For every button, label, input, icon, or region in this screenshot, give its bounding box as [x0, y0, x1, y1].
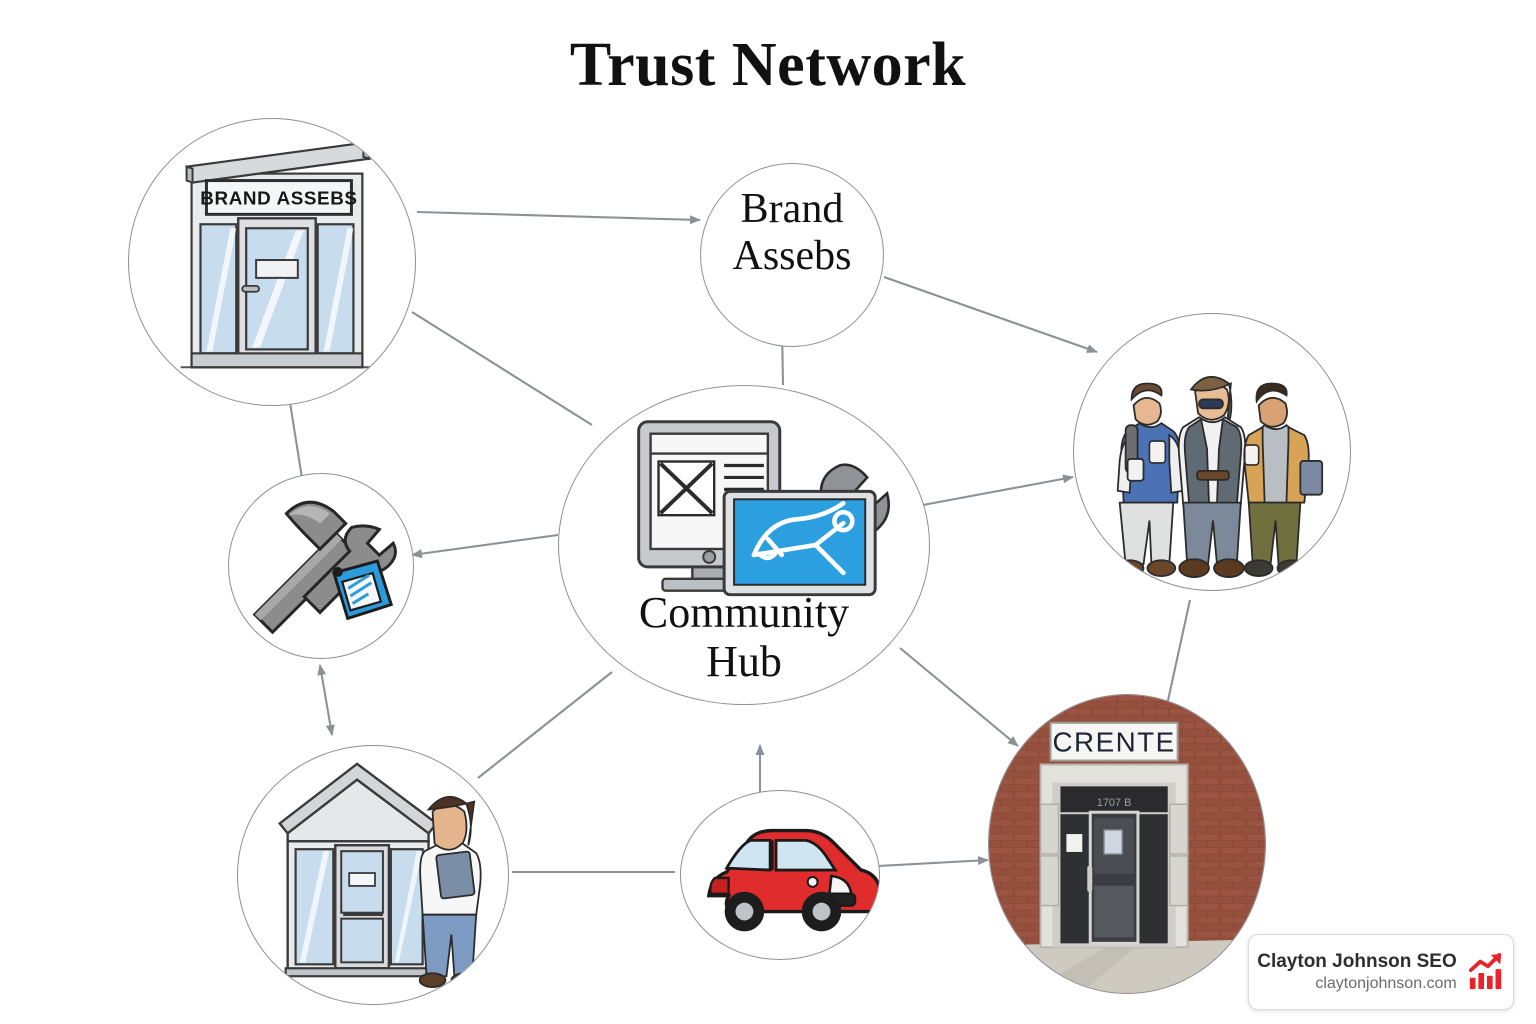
edge-brand-people: [883, 276, 1098, 353]
edge-tools-office: [317, 664, 335, 736]
node-community-hub[interactable]: [558, 385, 930, 705]
watermark-url: claytonjohnson.com: [1315, 974, 1457, 992]
node-brand-assebs[interactable]: [700, 163, 884, 347]
monitor-tools-icon: [637, 420, 891, 597]
node-tools[interactable]: [228, 473, 414, 659]
brick-building-photo: CRENTE 1707 B: [989, 695, 1265, 993]
edge-storefront-brand: [416, 210, 701, 225]
page-title: Trust Network: [569, 31, 967, 99]
edge-car-crente: [877, 856, 989, 868]
node-storefront[interactable]: BRAND ASSEBS: [128, 118, 416, 406]
svg-text:BRAND ASSEBS: BRAND ASSEBS: [200, 187, 357, 208]
svg-text:1707 B: 1707 B: [1097, 797, 1132, 809]
office-entrance-person-illustration: [278, 762, 482, 989]
node-people[interactable]: [1073, 313, 1351, 591]
svg-text:CRENTE: CRENTE: [1052, 727, 1175, 758]
node-office-entrance[interactable]: [237, 745, 509, 1005]
red-car-illustration: [706, 828, 879, 932]
watermark-title: Clayton Johnson SEO: [1257, 951, 1457, 972]
edge-hub-tools: [411, 533, 559, 559]
edge-hub-people: [922, 474, 1074, 507]
growth-chart-icon: [1468, 953, 1501, 990]
watermark-badge[interactable]: Clayton Johnson SEO claytonjohnson.com: [1248, 934, 1514, 1010]
node-crente-building[interactable]: CRENTE 1707 B: [988, 694, 1266, 994]
storefront-brand-assebs-illustration: BRAND ASSEBS: [180, 141, 374, 369]
hammer-wrench-tag-icon: [252, 500, 397, 635]
edge-people-crente: [1165, 599, 1192, 706]
three-people-illustration: [1114, 375, 1324, 578]
watermark-text: Clayton Johnson SEO claytonjohnson.com: [1257, 951, 1457, 993]
node-car[interactable]: [680, 790, 880, 960]
